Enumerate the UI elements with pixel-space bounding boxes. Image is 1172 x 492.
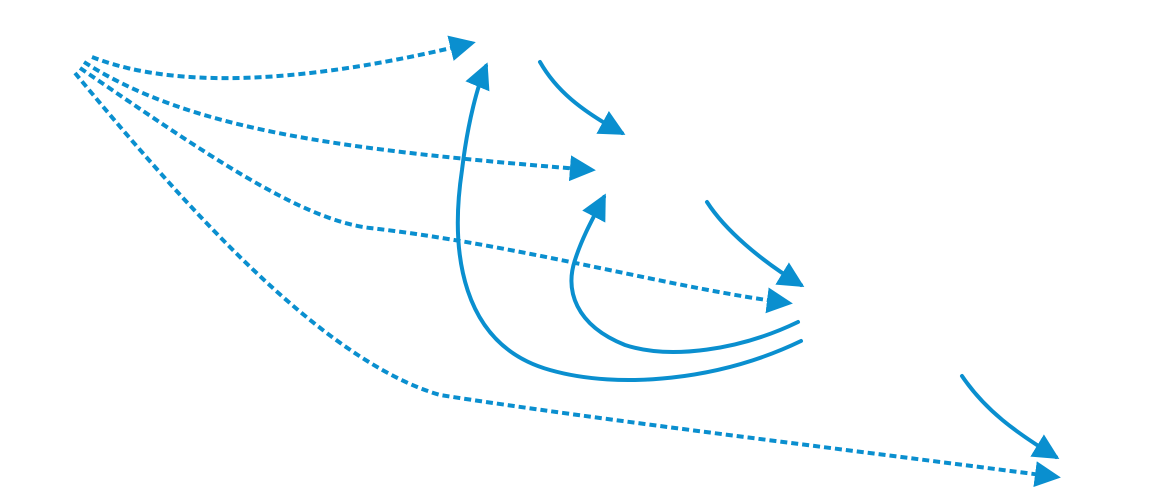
- dashed-arrow-to-third: [78, 66, 793, 314]
- flow-arrow-bottom: [960, 374, 1060, 460]
- dashed-arrow-to-bottom: [73, 71, 1061, 488]
- feedback-arrow-outer: [455, 62, 803, 383]
- dashed-arrow-to-second: [82, 60, 596, 182]
- dashed-arrow-to-top: [91, 35, 476, 81]
- flow-arrow-top: [538, 60, 626, 135]
- feedback-arrow-inner: [569, 193, 800, 354]
- flow-arrow-middle: [705, 200, 805, 288]
